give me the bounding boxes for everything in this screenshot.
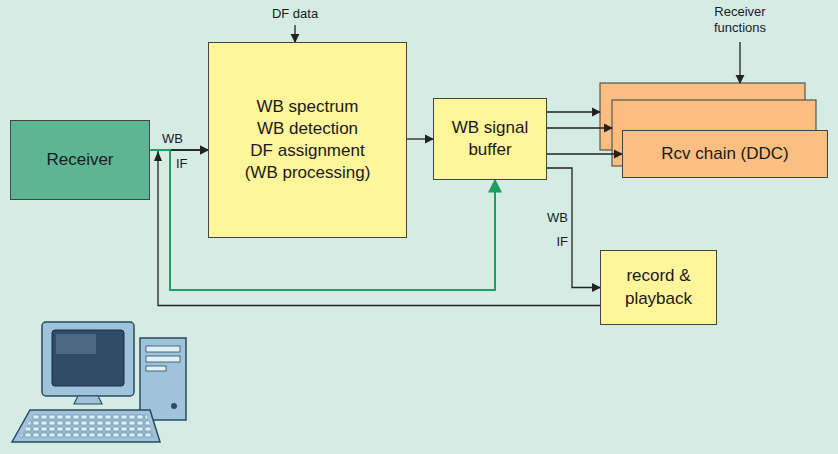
record-box: record & playback: [600, 250, 717, 325]
signal-label: IF: [176, 156, 206, 172]
box-text: Receiver: [46, 149, 113, 171]
receiver-box: Receiver: [10, 120, 150, 200]
signal-label: WB: [162, 131, 192, 147]
text-group: WB signal buffer: [440, 117, 540, 161]
buffer-box: WB signal buffer: [433, 98, 547, 180]
box-text: WB detection: [257, 118, 358, 140]
rcv-chain-box: Rcv chain (DDC): [622, 130, 828, 178]
text-group: record & playback: [607, 265, 710, 309]
receiver-functions-arrow: [739, 42, 740, 83]
box-text: (WB processing): [245, 162, 371, 184]
signal-connector: [407, 138, 433, 139]
buffer-arrow: [547, 111, 600, 112]
processing-box: WB spectrumWB detectionDF assignment(WB …: [208, 42, 407, 238]
signal-connector: [547, 168, 600, 288]
input-label: DF data: [245, 6, 345, 22]
buffer-arrow: [547, 127, 612, 128]
signal-label: IF: [540, 234, 568, 250]
box-text: Rcv chain (DDC): [661, 143, 789, 165]
text-group: WB spectrumWB detectionDF assignment(WB …: [245, 96, 371, 184]
box-text: WB spectrum: [256, 96, 358, 118]
df-data-arrow: [294, 25, 295, 42]
computer-icon: [12, 322, 186, 442]
input-label: Receiver functions: [688, 4, 792, 35]
box-text: record & playback: [607, 265, 710, 309]
signal-label: WB: [540, 210, 568, 226]
text-group: Receiver: [46, 149, 113, 171]
signal-connector: [547, 153, 622, 154]
text-group: Rcv chain (DDC): [661, 143, 789, 165]
box-text: DF assignment: [250, 140, 364, 162]
box-text: WB signal buffer: [440, 117, 540, 161]
